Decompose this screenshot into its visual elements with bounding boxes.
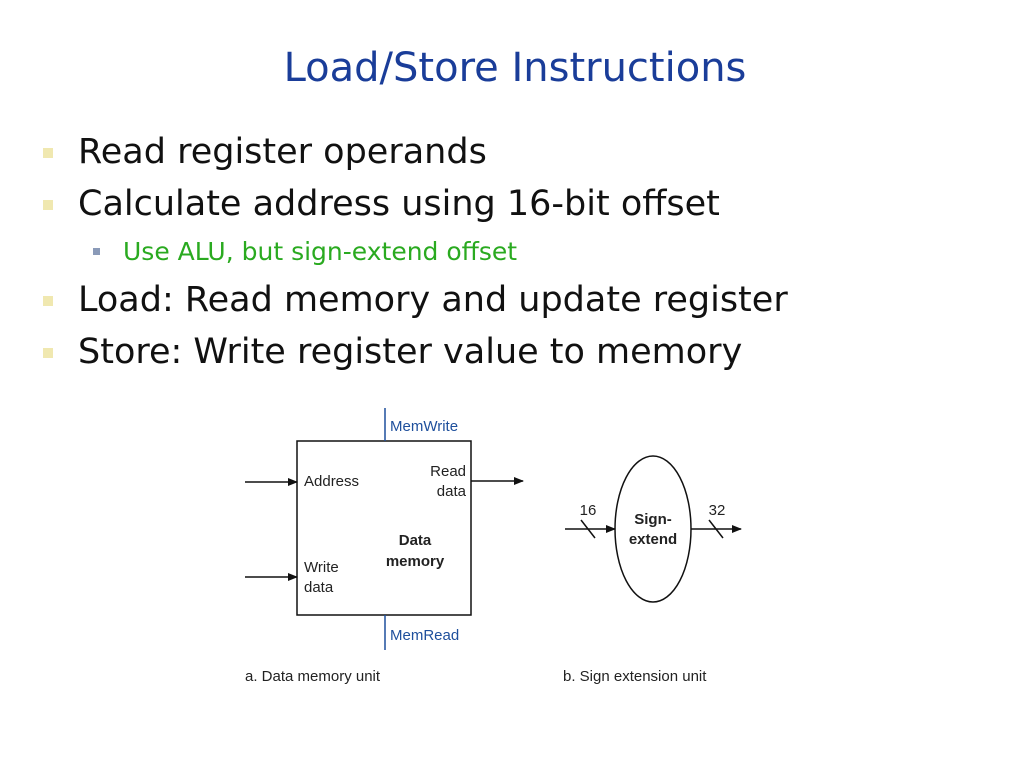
bullet-item: Calculate address using 16-bit offset (0, 180, 1024, 228)
slide-title: Load/Store Instructions (283, 45, 747, 91)
sign-extend-name-line2: extend (629, 531, 677, 548)
data-memory-name-line2: memory (386, 553, 445, 570)
data-memory-name-line1: Data (399, 532, 432, 549)
output-bus-width-slash (708, 519, 724, 539)
bullet-text: Calculate address using 16-bit offset (78, 184, 720, 224)
bullet-item: Store: Write register value to memory (0, 328, 1024, 376)
sign-extend-ellipse (614, 455, 692, 603)
bullet-item: Load: Read memory and update register (0, 276, 1024, 324)
bullet-text: Load: Read memory and update register (78, 280, 788, 320)
input-width-label: 16 (580, 502, 597, 519)
bullet-square-icon (43, 148, 53, 158)
data-memory-unit: MemWrite MemRead Address Read data Write… (245, 408, 524, 685)
write-data-label-line1: Write (304, 559, 339, 576)
read-data-label-line1: Read (430, 463, 466, 480)
write-data-label-line2: data (304, 579, 334, 596)
bullet-item: Read register operands (0, 128, 1024, 176)
memwrite-label: MemWrite (390, 418, 458, 435)
bullet-text: Read register operands (78, 132, 487, 172)
sign-extend-caption: b. Sign extension unit (563, 668, 707, 685)
bullet-square-icon (43, 296, 53, 306)
bullet-text: Store: Write register value to memory (78, 332, 743, 372)
sign-extend-name-line1: Sign- (634, 511, 672, 528)
output-width-label: 32 (709, 502, 726, 519)
data-memory-box (296, 440, 472, 616)
sub-bullet-square-icon (93, 248, 100, 255)
read-data-label-line2: data (437, 483, 467, 500)
bullet-square-icon (43, 348, 53, 358)
sub-bullet-item: Use ALU, but sign-extend offset (0, 234, 1024, 282)
data-memory-caption: a. Data memory unit (245, 668, 381, 685)
input-bus-width-slash (580, 519, 596, 539)
memread-label: MemRead (390, 627, 459, 644)
bullet-square-icon (43, 200, 53, 210)
address-label: Address (304, 473, 359, 490)
sign-extend-unit: Sign- extend 16 32 b. Sign extension uni… (563, 455, 742, 685)
sub-bullet-text: Use ALU, but sign-extend offset (123, 237, 518, 266)
